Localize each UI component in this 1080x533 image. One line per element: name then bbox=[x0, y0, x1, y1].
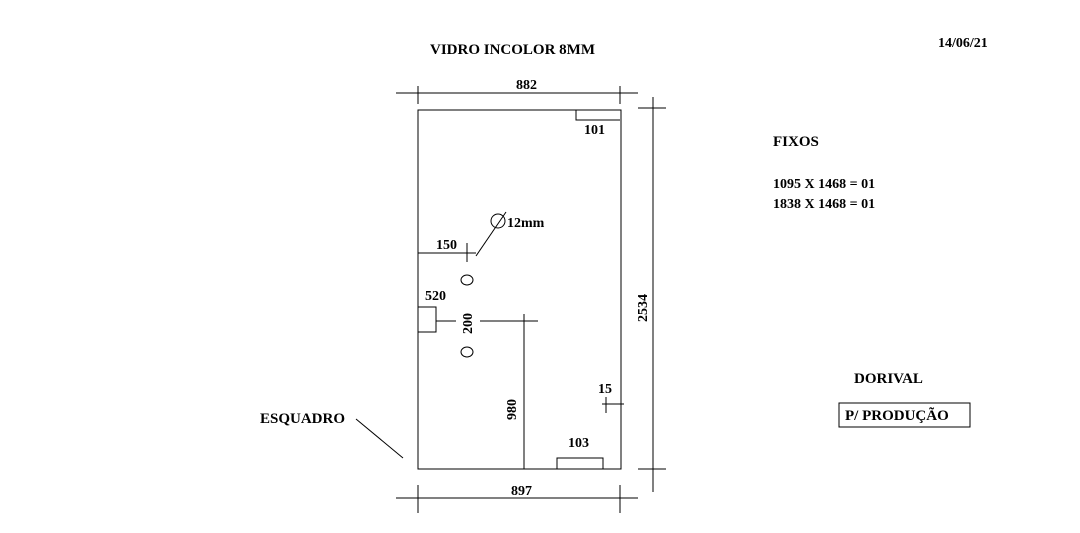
left-notch: 520 bbox=[418, 289, 446, 333]
bottom-notch-label: 103 bbox=[568, 436, 589, 451]
right-margin-dimension: 15 bbox=[598, 382, 624, 413]
top-right-notch-label: 101 bbox=[584, 123, 605, 138]
hole-spacing-label: 200 bbox=[461, 313, 476, 334]
bottom-notch: 103 bbox=[556, 436, 604, 469]
top-width-label: 882 bbox=[516, 78, 537, 93]
bottom-width-label: 897 bbox=[511, 484, 532, 499]
fixos-title: FIXOS bbox=[773, 134, 819, 150]
fixos-section: FIXOS 1095 X 1468 = 01 1838 X 1468 = 01 bbox=[773, 134, 875, 212]
drawing-date: 14/06/21 bbox=[938, 36, 988, 51]
drawing-title: VIDRO INCOLOR 8MM bbox=[430, 42, 595, 58]
left-notch-label: 520 bbox=[425, 289, 446, 304]
fixos-item: 1095 X 1468 = 01 bbox=[773, 177, 875, 192]
hole-offset-label: 150 bbox=[436, 238, 457, 253]
height-dimension: 2534 bbox=[636, 97, 666, 492]
hole-diameter-label: 12mm bbox=[507, 216, 545, 231]
top-right-notch: 101 bbox=[575, 110, 620, 138]
production-stamp-box bbox=[838, 402, 971, 428]
hole-offset-dimension: 150 bbox=[418, 238, 476, 262]
author-name: DORIVAL bbox=[854, 371, 923, 387]
glass-panel-outline bbox=[417, 109, 622, 470]
esquadro-annotation: ESQUADRO bbox=[260, 411, 404, 459]
hole-diameter-annotation: 12mm bbox=[475, 211, 545, 257]
handle-height-dimension: 980 bbox=[505, 314, 525, 469]
hole-top bbox=[460, 274, 474, 286]
right-margin-label: 15 bbox=[598, 382, 612, 397]
diameter-symbol-icon bbox=[490, 213, 506, 229]
production-stamp-label: P/ PRODUÇÃO bbox=[845, 406, 949, 424]
fixos-item: 1838 X 1468 = 01 bbox=[773, 197, 875, 212]
hole-bottom bbox=[460, 346, 474, 358]
handle-height-label: 980 bbox=[505, 399, 520, 420]
bottom-width-dimension: 897 bbox=[396, 484, 638, 513]
height-label: 2534 bbox=[636, 294, 651, 322]
esquadro-label: ESQUADRO bbox=[260, 411, 345, 427]
hole-spacing-dimension: 200 bbox=[436, 313, 538, 334]
top-width-dimension: 882 bbox=[396, 78, 638, 104]
